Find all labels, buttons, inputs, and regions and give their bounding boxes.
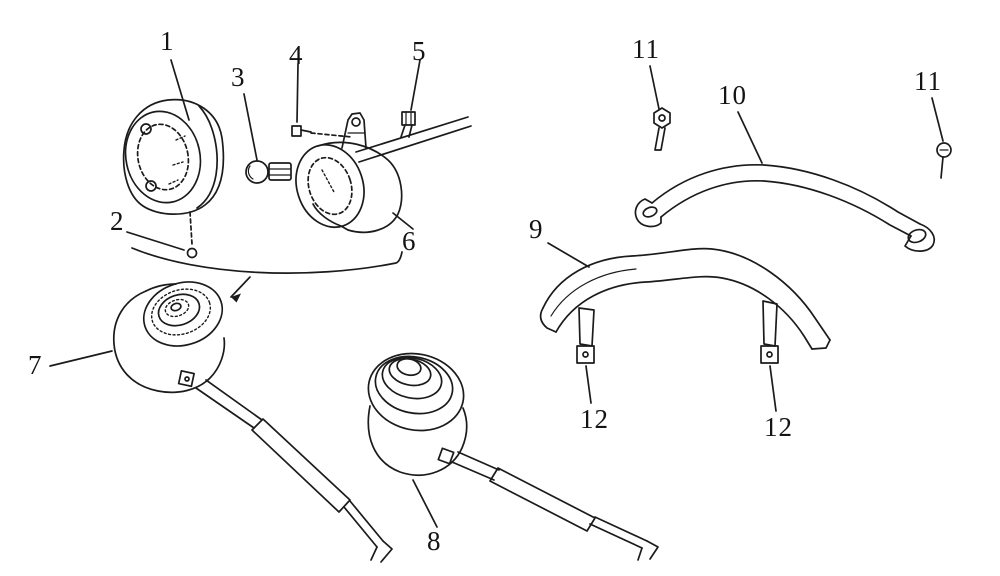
callout-label-11-right: 11 [914,66,942,96]
part-6-headlight-shell [295,112,403,234]
callout-label-12-right: 12 [764,412,793,442]
part-2-screw-and-wire [131,211,403,303]
leader-12-left [585,365,592,404]
callout-label-9: 9 [529,214,544,244]
callout-label-2: 2 [110,206,125,236]
part-8-lamp-assembly [367,352,659,561]
leader-9 [547,242,590,268]
callout-label-7: 7 [28,350,43,380]
leader-10 [737,111,763,164]
part-9-front-fender [539,247,831,350]
leader-11-left [649,65,660,110]
cable-lines [355,116,472,163]
part-11-bolt-left [653,107,671,151]
leader-6 [392,212,414,230]
leader-12-right [769,365,777,412]
callout-label-8: 8 [427,526,442,556]
part-10-fender-stay [634,163,936,252]
leader-5 [410,59,421,111]
callout-label-3: 3 [231,62,246,92]
callout-label-6: 6 [402,226,417,256]
part-5-cable-clip [400,111,416,138]
leader-lines [49,59,944,528]
leader-1 [170,59,190,121]
callout-label-12-left: 12 [580,404,609,434]
leader-7 [49,350,113,367]
part-7-lamp-assembly [112,281,393,563]
part-1-headlight-drum [122,98,225,215]
callout-label-4: 4 [289,40,304,70]
leader-11-right [931,97,944,142]
callout-label-11-left: 11 [632,34,660,64]
callout-label-5: 5 [412,36,427,66]
leader-4 [296,63,299,123]
part-12-clip-right [760,345,779,364]
leader-2 [126,231,185,251]
part-11-bolt-right [936,142,952,179]
part-4-bolt [291,125,353,138]
leader-8 [412,479,438,528]
callout-label-1: 1 [160,26,175,56]
callout-label-10: 10 [718,80,747,110]
part-12-clip-left [576,345,595,364]
leader-3 [243,93,258,161]
part-3-bulb-socket [245,160,292,184]
